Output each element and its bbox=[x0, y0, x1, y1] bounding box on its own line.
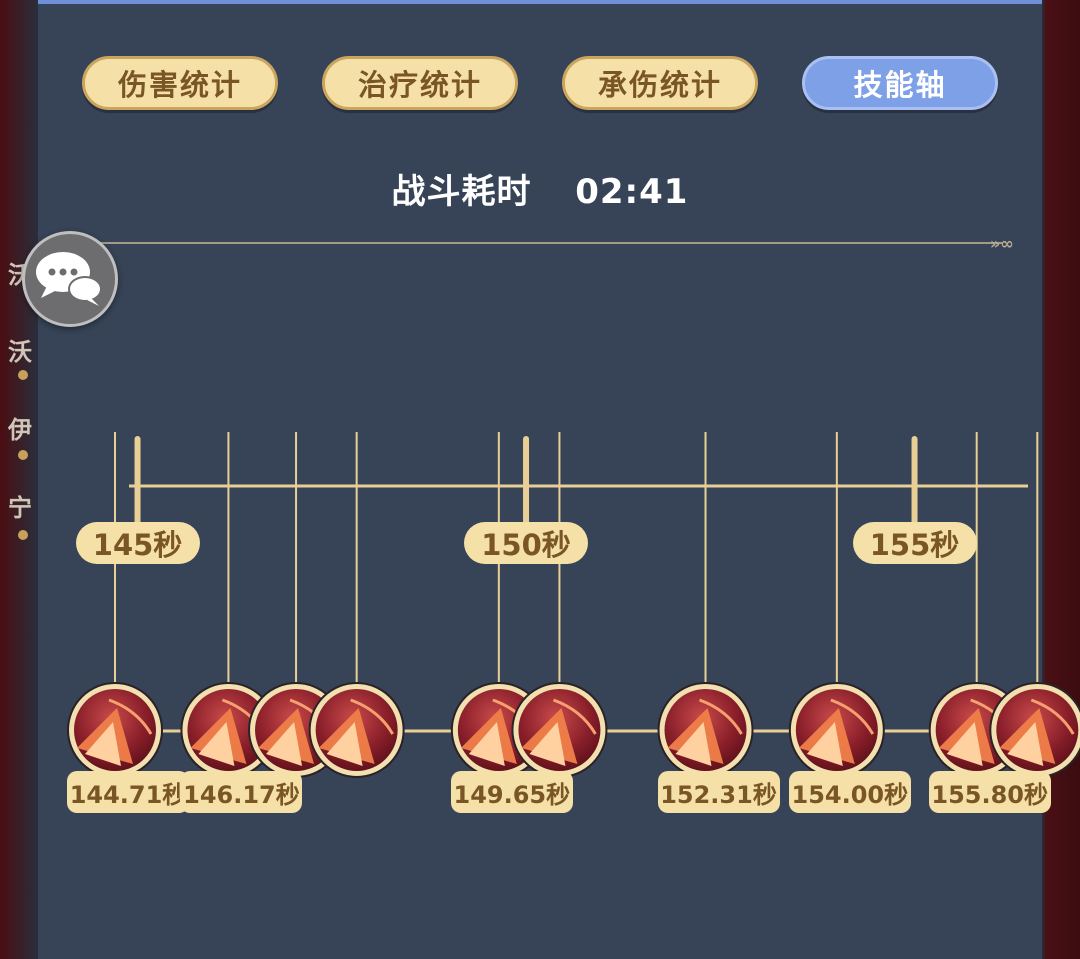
flame-skill-icon[interactable] bbox=[657, 682, 754, 778]
tab-damage-stats[interactable]: 伤害统计 bbox=[82, 56, 278, 110]
background-text: 宁 bbox=[8, 494, 32, 522]
timeline-graphics bbox=[67, 432, 1080, 778]
cast-time-label: 146.17秒 bbox=[180, 771, 303, 813]
background-dot bbox=[18, 450, 28, 460]
timeline-scroll-track[interactable] bbox=[84, 242, 1002, 244]
cast-time-label: 155.80秒 bbox=[928, 771, 1051, 813]
second-marker-label: 155秒 bbox=[852, 522, 977, 564]
second-marker-tick bbox=[911, 436, 918, 528]
background-dot bbox=[18, 530, 28, 540]
second-marker-tick bbox=[523, 436, 530, 528]
flame-skill-icon[interactable] bbox=[308, 682, 405, 778]
cast-time-label: 154.00秒 bbox=[788, 771, 911, 813]
progress-end-icon: »∞ bbox=[990, 234, 1014, 253]
flame-skill-icon[interactable] bbox=[180, 682, 277, 778]
cast-time-label: 144.71秒 bbox=[67, 771, 189, 813]
battle-stats-panel: 伤害统计 治疗统计 承伤统计 技能轴 战斗耗时 02:41 ∞ »∞ 145秒1… bbox=[38, 0, 1080, 959]
battle-duration: 战斗耗时 02:41 bbox=[38, 164, 1042, 213]
flame-skill-icon[interactable] bbox=[989, 682, 1080, 778]
second-marker-label: 145秒 bbox=[75, 522, 200, 564]
chat-button[interactable] bbox=[22, 231, 118, 327]
second-marker-label: 150秒 bbox=[464, 522, 589, 564]
battle-duration-label: 战斗耗时 bbox=[391, 172, 532, 212]
background-text: 沃 bbox=[8, 338, 32, 366]
second-marker-tick bbox=[134, 436, 141, 528]
background-dot bbox=[18, 370, 28, 380]
tab-skill-timeline[interactable]: 技能轴 bbox=[802, 56, 998, 110]
tab-damage-taken-stats[interactable]: 承伤统计 bbox=[562, 56, 758, 110]
battle-duration-value: 02:41 bbox=[575, 172, 689, 212]
cast-time-label: 152.31秒 bbox=[657, 771, 780, 813]
cast-time-label: 149.65秒 bbox=[450, 771, 573, 813]
background-text: 伊 bbox=[8, 416, 32, 444]
flame-skill-icon[interactable] bbox=[788, 682, 885, 778]
flame-skill-icon[interactable] bbox=[511, 682, 608, 778]
flame-skill-icon[interactable] bbox=[67, 682, 163, 778]
tab-healing-stats[interactable]: 治疗统计 bbox=[322, 56, 518, 110]
chat-bubbles-icon bbox=[36, 252, 102, 306]
